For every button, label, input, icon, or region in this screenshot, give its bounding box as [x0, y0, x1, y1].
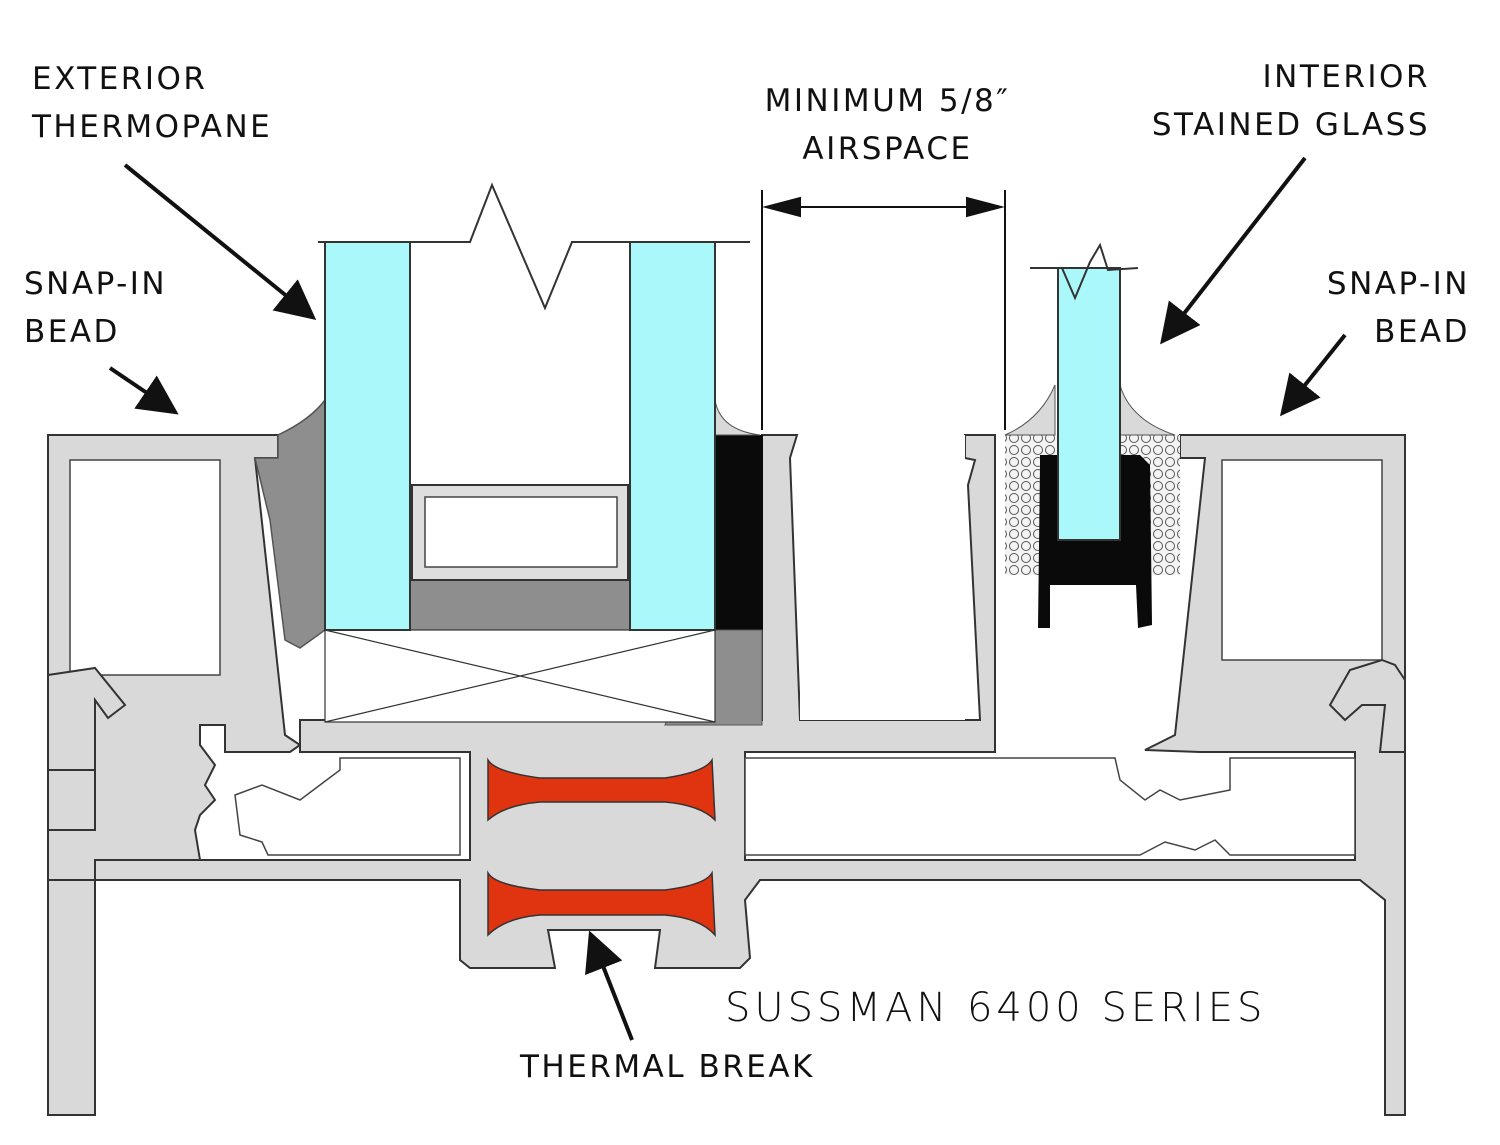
- glass-bevel-left: [1004, 384, 1056, 436]
- leader-arrows: [108, 156, 1347, 1041]
- exterior-glass-inner: [629, 241, 716, 631]
- glazing-sealant-left: [254, 397, 326, 649]
- airspace-dimension: [761, 190, 1006, 430]
- label-snap-in-bead-left: SNAP-IN BEAD: [24, 260, 167, 356]
- thermal-break-strut-lower: [487, 870, 716, 938]
- cavity-right-channel: [744, 757, 1356, 856]
- label-exterior-thermopane-line2: THERMOPANE: [32, 109, 273, 145]
- label-airspace-line1: MINIMUM 5/8″: [764, 83, 1011, 119]
- label-interior-stained-glass-line2: STAINED GLASS: [1151, 107, 1430, 143]
- cavity-left-channel: [234, 757, 461, 856]
- arrow-thermal-break: [585, 930, 634, 1041]
- cavity-lower: [100, 882, 455, 1112]
- thermal-break: [487, 757, 716, 938]
- frame-cavities: [69, 435, 1383, 1112]
- label-snap-in-bead-right-line2: BEAD: [1374, 314, 1470, 350]
- stained-glass-pane: [1057, 267, 1121, 541]
- break-line-exterior: [318, 182, 750, 311]
- label-interior-stained-glass-line1: INTERIOR: [1262, 59, 1430, 95]
- exterior-glass-outer: [324, 241, 411, 631]
- black-gasket-exterior: [715, 435, 763, 630]
- arrow-exterior-thermopane: [123, 163, 317, 321]
- arrow-interior-glass: [1160, 156, 1307, 345]
- glass-bevel-right: [1119, 384, 1176, 436]
- label-airspace-line2: AIRSPACE: [802, 131, 973, 167]
- gasket-bevel: [714, 399, 761, 436]
- label-series: SUSSMAN 6400 SERIES: [725, 985, 1267, 1031]
- left-snap-in-bead-shape: [47, 666, 127, 831]
- spacer-seal: [410, 580, 630, 630]
- label-airspace: MINIMUM 5/8″ AIRSPACE: [735, 77, 1040, 173]
- cavity-left-top: [69, 459, 221, 676]
- label-interior-stained-glass: INTERIOR STAINED GLASS: [1152, 53, 1430, 149]
- setting-block: [324, 629, 716, 723]
- label-snap-in-bead-left-line1: SNAP-IN: [24, 266, 168, 302]
- exterior-thermopane: [254, 182, 763, 726]
- cavity-right-top: [1221, 459, 1383, 661]
- frame-lower-left: [47, 879, 96, 1116]
- label-exterior-thermopane: EXTERIOR THERMOPANE: [32, 55, 272, 151]
- label-snap-in-bead-left-line2: BEAD: [24, 314, 120, 350]
- thermal-break-strut-upper: [487, 757, 716, 822]
- spacer-bar-inner: [424, 496, 618, 568]
- arrow-snap-in-bead-right: [1280, 333, 1347, 417]
- cavity-airspace: [800, 435, 965, 720]
- label-snap-in-bead-right-line1: SNAP-IN: [1326, 266, 1470, 302]
- break-line-interior: [1030, 242, 1139, 301]
- cavity-lower-right: [770, 900, 1380, 1112]
- interior-stained-glass: [1004, 242, 1180, 628]
- label-snap-in-bead-right: SNAP-IN BEAD: [1327, 260, 1470, 356]
- arrow-snap-in-bead-left: [108, 366, 179, 415]
- label-thermal-break: THERMAL BREAK: [520, 1049, 815, 1085]
- label-exterior-thermopane-line1: EXTERIOR: [32, 61, 208, 97]
- right-snap-in-bead-shape: [1328, 658, 1406, 753]
